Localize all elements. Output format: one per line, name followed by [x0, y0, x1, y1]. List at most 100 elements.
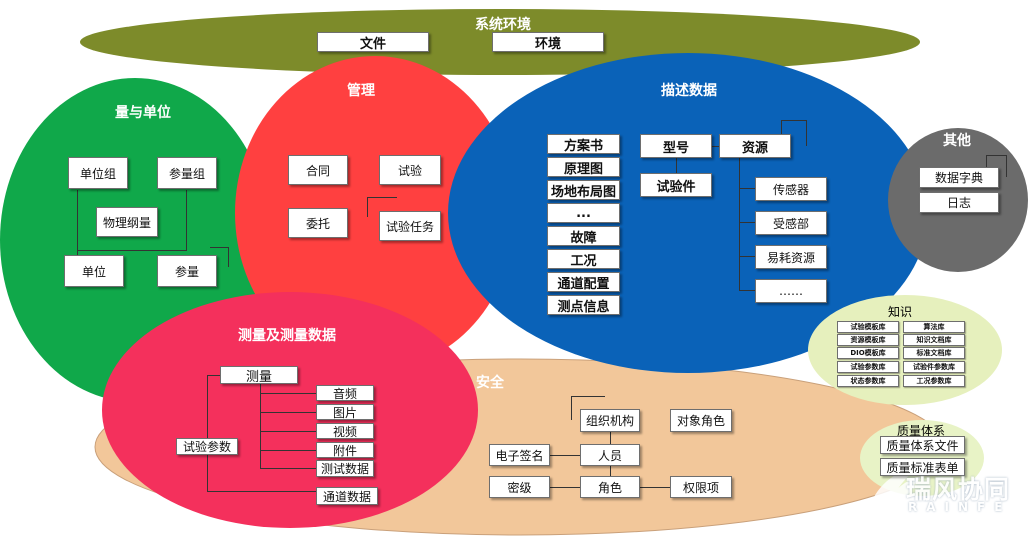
- connector: [676, 158, 677, 176]
- connector: [610, 466, 611, 476]
- role-box[interactable]: 角色: [580, 476, 640, 498]
- knowledge-item[interactable]: 知识文档库: [903, 334, 965, 346]
- knowledge-item[interactable]: 状态参数库: [837, 375, 899, 387]
- measuring-point-box[interactable]: 测点信息: [547, 295, 620, 315]
- connector: [260, 393, 316, 394]
- test-data-box[interactable]: 测试数据: [316, 460, 374, 477]
- connector: [207, 375, 208, 439]
- connector: [571, 396, 572, 420]
- e-signature-box[interactable]: 电子签名: [489, 444, 550, 466]
- model-box[interactable]: 型号: [640, 134, 712, 158]
- logo-name: 瑞风协同: [906, 475, 1011, 504]
- param-group-box[interactable]: 参量组: [157, 157, 217, 189]
- logo-subtitle: RAINFE: [908, 500, 1012, 514]
- connector: [260, 412, 316, 413]
- connector: [207, 491, 317, 492]
- connector: [781, 120, 807, 121]
- connector: [781, 120, 782, 134]
- knowledge-item[interactable]: 工况参数库: [903, 375, 965, 387]
- system-env-title: 系统环境: [475, 17, 531, 33]
- connector: [77, 190, 78, 270]
- connector: [610, 432, 611, 444]
- measurement-ellipse: [102, 292, 478, 528]
- contract-box[interactable]: 合同: [288, 155, 348, 185]
- knowledge-item[interactable]: 算法库: [903, 321, 965, 333]
- measurement-title: 测量及测量数据: [238, 328, 336, 344]
- knowledge-item[interactable]: 试验件参数库: [903, 361, 965, 373]
- connector: [986, 155, 987, 167]
- site-layout-box[interactable]: 场地布局图: [547, 180, 620, 200]
- video-box[interactable]: 视频: [316, 423, 374, 439]
- connector: [207, 454, 208, 492]
- connector: [550, 455, 580, 456]
- connector: [739, 188, 756, 189]
- connector: [640, 487, 670, 488]
- connector: [571, 396, 605, 397]
- knowledge-item[interactable]: 资源模板库: [837, 334, 899, 346]
- trial-task-box[interactable]: 试验任务: [379, 211, 441, 241]
- knowledge-item[interactable]: 试验参数库: [837, 361, 899, 373]
- measure-box[interactable]: 测量: [220, 366, 298, 384]
- connector: [210, 247, 228, 248]
- person-box[interactable]: 人员: [580, 444, 640, 466]
- other-title: 其他: [943, 133, 971, 149]
- quality-file-box[interactable]: 质量体系文件: [880, 436, 965, 454]
- probe-box[interactable]: 受感部: [755, 211, 827, 235]
- connector: [186, 190, 187, 250]
- organization-box[interactable]: 组织机构: [580, 409, 640, 432]
- quantity-unit-title: 量与单位: [115, 105, 171, 121]
- object-role-box[interactable]: 对象角色: [670, 409, 732, 432]
- connector: [739, 222, 756, 223]
- log-box[interactable]: 日志: [919, 192, 999, 213]
- consumable-box[interactable]: 易耗资源: [755, 245, 827, 269]
- description-data-title: 描述数据: [661, 83, 717, 99]
- channel-config-box[interactable]: 通道配置: [547, 272, 620, 292]
- connector: [1006, 155, 1007, 177]
- connector: [260, 468, 316, 469]
- knowledge-item[interactable]: DIO模板库: [837, 347, 899, 359]
- quality-form-box[interactable]: 质量标准表单: [880, 458, 965, 476]
- file-box[interactable]: 文件: [317, 32, 429, 52]
- management-ellipse: [235, 56, 515, 370]
- physical-dimension-box[interactable]: 物理纲量: [96, 207, 158, 237]
- knowledge-item[interactable]: 标准文档库: [903, 347, 965, 359]
- security-level-box[interactable]: 密级: [489, 476, 550, 498]
- connector: [77, 250, 187, 251]
- sensor-box[interactable]: 传感器: [755, 177, 827, 201]
- connector: [550, 487, 580, 488]
- knowledge-item[interactable]: 试验模板库: [837, 321, 899, 333]
- schematic-box[interactable]: 原理图: [547, 157, 620, 177]
- ellipsis-box[interactable]: ...: [547, 203, 620, 223]
- connector: [806, 120, 807, 146]
- quality-title: 质量体系: [896, 424, 946, 438]
- commission-box[interactable]: 委托: [288, 208, 348, 238]
- fault-box[interactable]: 故障: [547, 226, 620, 246]
- picture-box[interactable]: 图片: [316, 404, 374, 420]
- attachment-box[interactable]: 附件: [316, 442, 374, 458]
- connector: [739, 256, 756, 257]
- audio-box[interactable]: 音频: [316, 385, 374, 401]
- logo-mark: [868, 468, 922, 514]
- knowledge-title: 知识: [887, 305, 913, 319]
- trial-box[interactable]: 试验: [379, 155, 441, 185]
- connector: [712, 146, 720, 147]
- permission-box[interactable]: 权限项: [670, 476, 732, 498]
- connector: [986, 155, 1006, 156]
- resource-box[interactable]: 资源: [719, 134, 791, 158]
- environment-box[interactable]: 环境: [492, 32, 604, 52]
- working-condition-box[interactable]: 工况: [547, 249, 620, 269]
- connector: [739, 158, 740, 290]
- management-title: 管理: [347, 83, 375, 99]
- unit-box[interactable]: 单位: [64, 255, 124, 287]
- test-piece-box[interactable]: 试验件: [640, 173, 712, 197]
- channel-data-box[interactable]: 通道数据: [316, 487, 378, 505]
- connector: [260, 450, 316, 451]
- connector: [367, 197, 368, 217]
- test-params-box[interactable]: 试验参数: [176, 438, 238, 455]
- more-resources-box[interactable]: ……: [755, 279, 827, 303]
- scheme-book-box[interactable]: 方案书: [547, 134, 620, 154]
- param-box[interactable]: 参量: [157, 255, 217, 287]
- data-dictionary-box[interactable]: 数据字典: [919, 167, 999, 188]
- connector: [739, 290, 756, 291]
- unit-group-box[interactable]: 单位组: [68, 157, 128, 189]
